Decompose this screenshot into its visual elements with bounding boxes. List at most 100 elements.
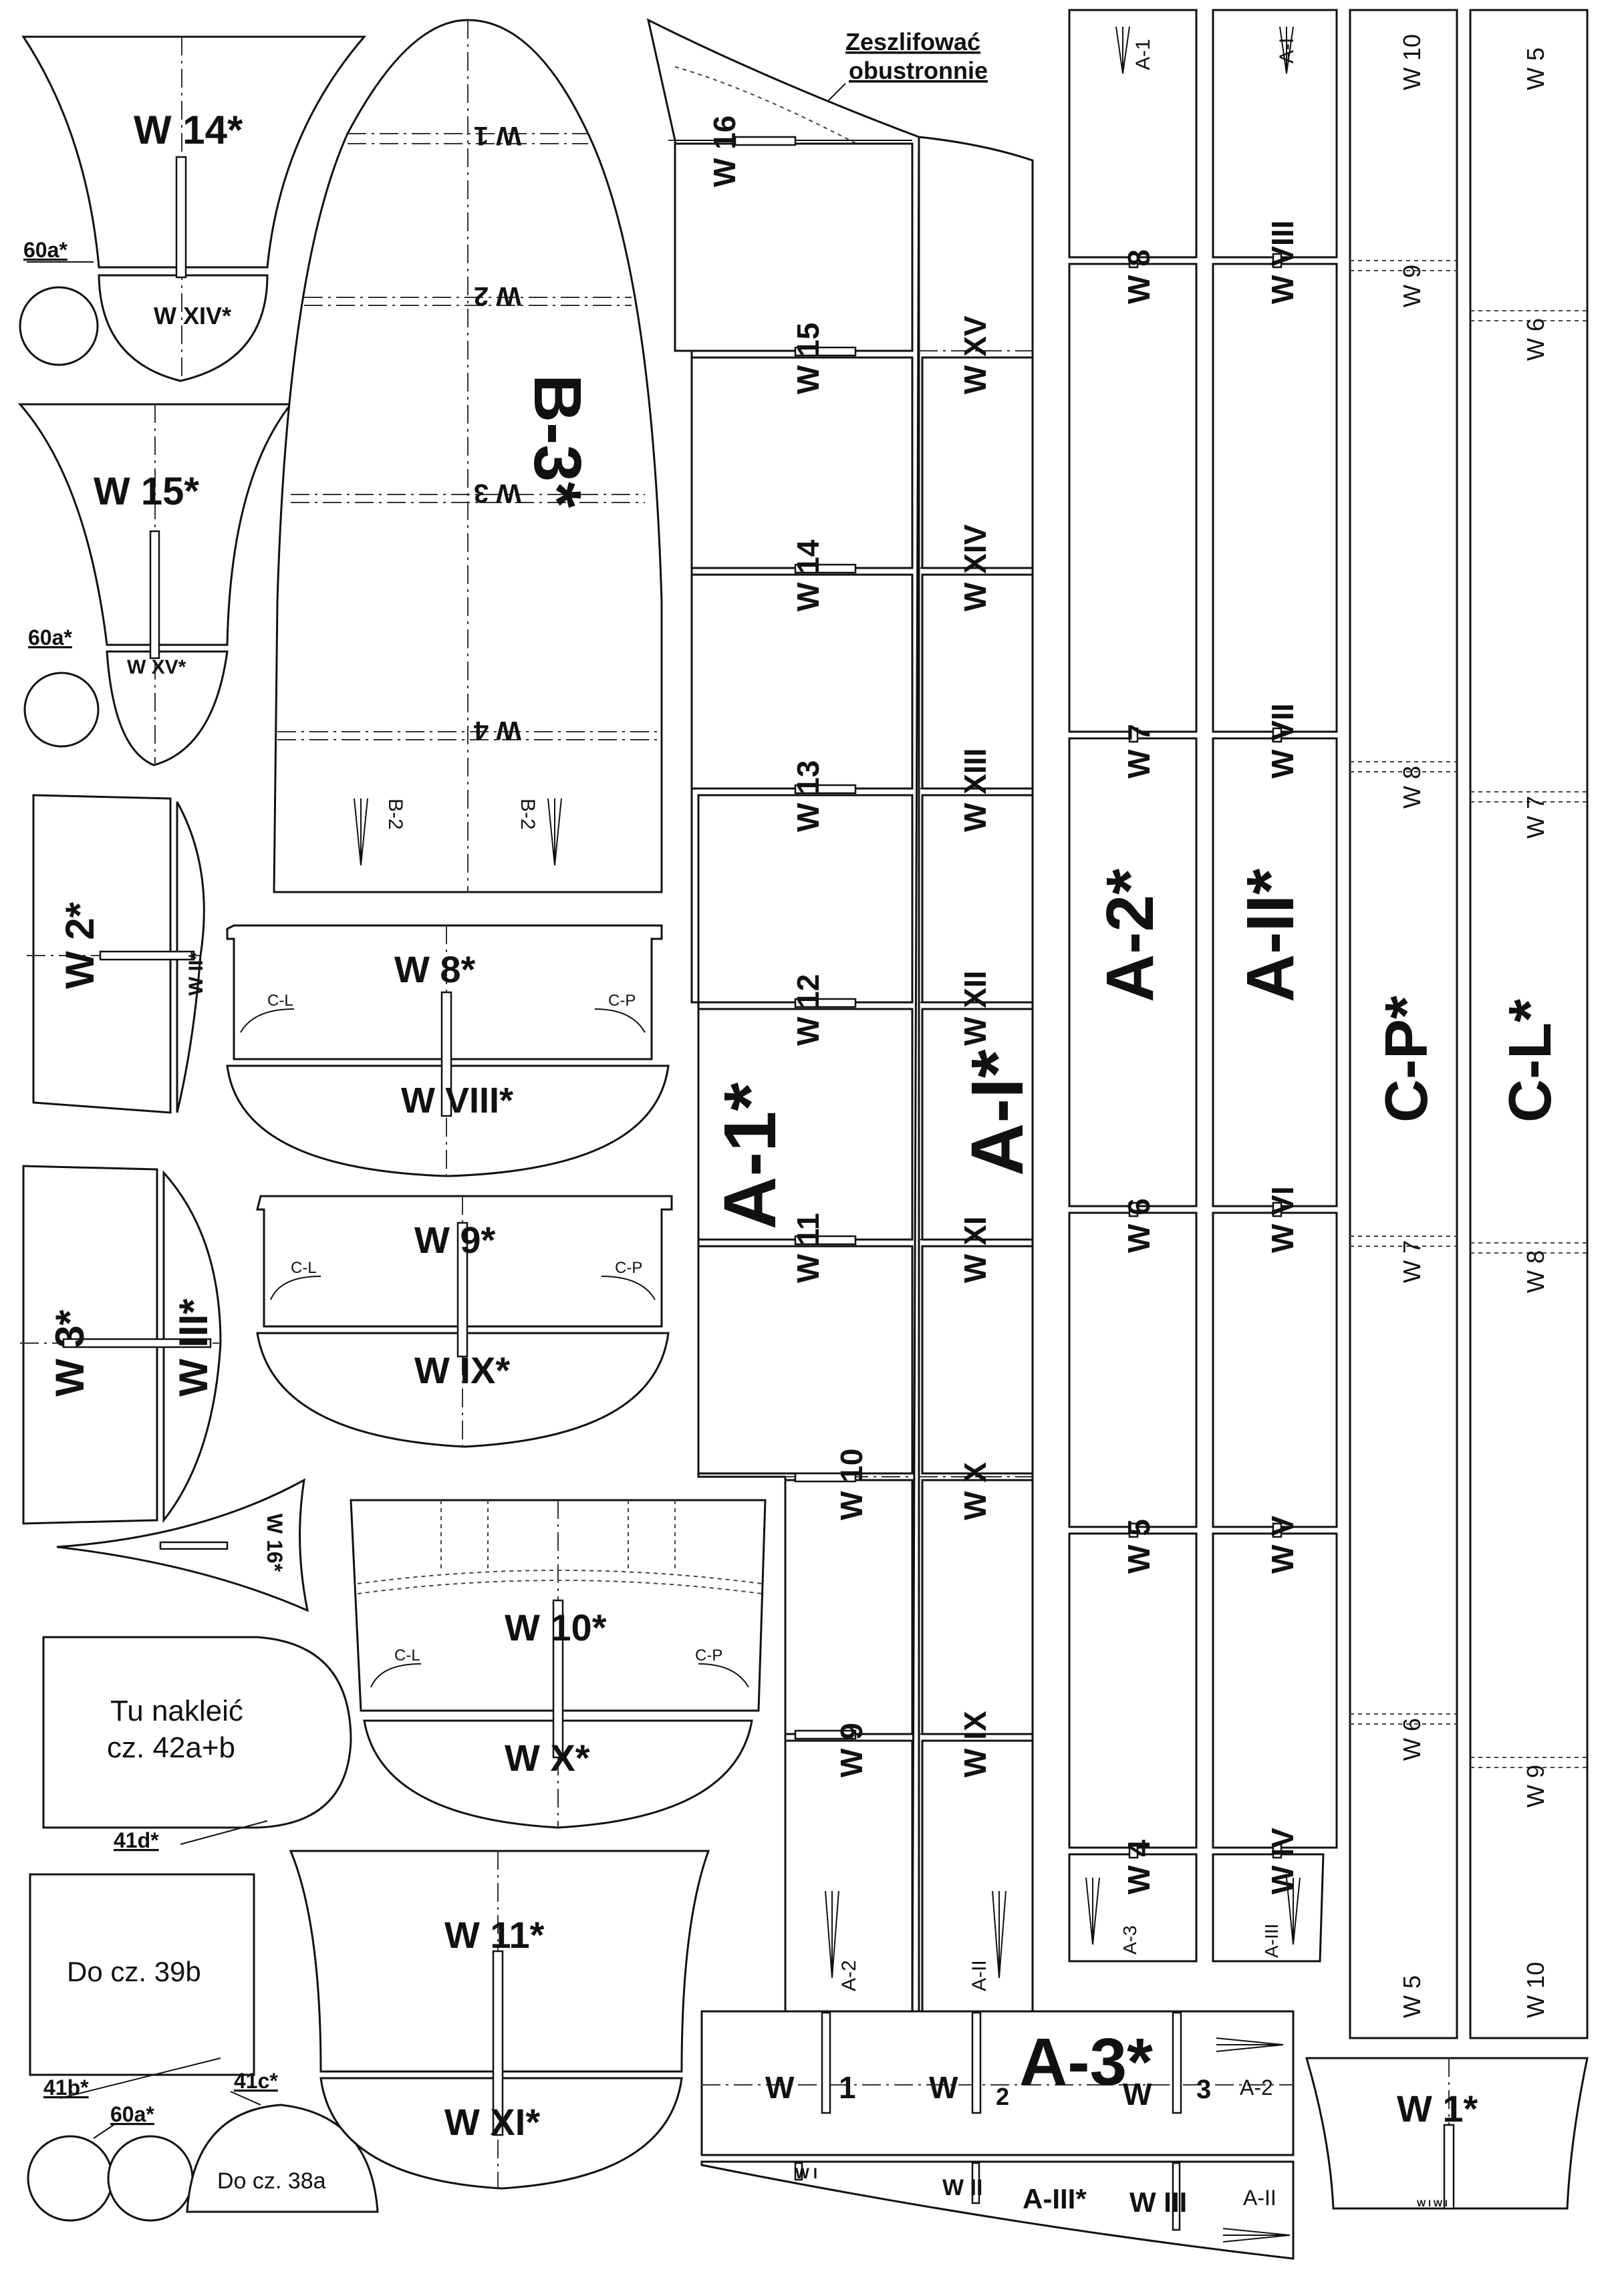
label-wxv: W XV* bbox=[127, 656, 186, 678]
a3-title: A-3* bbox=[1019, 2025, 1153, 2100]
aIII-wiii: W III bbox=[1129, 2186, 1187, 2218]
a2-w8: W 8 bbox=[1121, 249, 1156, 304]
aIII-wii: W II bbox=[942, 2175, 982, 2200]
cp-w6: W 6 bbox=[1398, 1718, 1426, 1761]
part-b3: W 1 W 2 W 3 W 4 B-3* B-2 B-2 bbox=[273, 19, 663, 893]
aI-wx: W X bbox=[958, 1462, 992, 1520]
a1-w14: W 14 bbox=[791, 539, 825, 611]
b3-w2: W 2 bbox=[474, 281, 521, 311]
former-w15: W 15* W XV* bbox=[17, 403, 293, 766]
strip-a1-labels: W 16 W 15 W 14 W 13 W 12 W 11 W 10 W 9 A… bbox=[707, 116, 869, 1991]
a2-w6: W 6 bbox=[1121, 1198, 1156, 1253]
label-w15: W 15* bbox=[94, 470, 199, 513]
cl-title: C-L* bbox=[1497, 999, 1564, 1123]
label-w2: W 2* bbox=[57, 901, 102, 989]
strip-a2: A-1 W 8 W 7 W 6 W 5 W 4 A-2* A-3 bbox=[1068, 9, 1198, 1963]
label-60a-1: 60a* bbox=[23, 238, 68, 262]
label-w3: W 3* bbox=[47, 1309, 92, 1397]
a1-w9: W 9 bbox=[834, 1723, 869, 1777]
a3-w2: W bbox=[929, 2070, 958, 2105]
label-w10: W 10* bbox=[505, 1606, 607, 1648]
a2-w5: W 5 bbox=[1121, 1519, 1156, 1574]
glue-line1: Tu nakleić bbox=[110, 1695, 243, 1727]
aI-wxii: W XII bbox=[958, 971, 992, 1046]
aII-wvii: W VII bbox=[1265, 704, 1300, 778]
a2-end-tag: A-3 bbox=[1119, 1925, 1140, 1955]
glue-panel: Tu nakleić cz. 42a+b 41d* bbox=[42, 1636, 352, 1852]
sand-line2: obustronnie bbox=[849, 57, 988, 84]
label-41d: 41d* bbox=[114, 1828, 159, 1852]
aI-wxi: W XI bbox=[958, 1216, 992, 1283]
aI-wix: W IX bbox=[958, 1711, 992, 1777]
a1-title: A-1* bbox=[709, 1083, 791, 1230]
cl-w8: W 8 bbox=[1522, 1250, 1549, 1293]
a1-w15: W 15 bbox=[791, 323, 825, 394]
a3-w1: W bbox=[765, 2070, 795, 2105]
aII-wvi: W VI bbox=[1265, 1186, 1300, 1253]
cp-w9: W 9 bbox=[1398, 265, 1426, 307]
aI-title: A-I* bbox=[956, 1049, 1039, 1176]
b3-tag-right: B-2 bbox=[517, 799, 539, 830]
a2-title: A-2* bbox=[1093, 869, 1168, 1002]
strip-aII: A-I W VIII W VII W VI W V W IV A-II* A-I… bbox=[1212, 9, 1338, 1963]
former-w11: W 11* W XI* bbox=[289, 1850, 710, 2190]
cl-w6: W 6 bbox=[1522, 318, 1549, 361]
cl-w9: W 9 bbox=[1522, 1765, 1549, 1808]
cl-9: C-L bbox=[291, 1259, 317, 1277]
label-w1: W 1* bbox=[1397, 2088, 1478, 2130]
aIII-title: A-III* bbox=[1023, 2183, 1087, 2214]
a1-w11: W 11 bbox=[791, 1213, 825, 1283]
label-41b: 41b* bbox=[43, 2075, 89, 2100]
b3-w4: W 4 bbox=[473, 716, 521, 745]
label-wxiv: W XIV* bbox=[154, 302, 231, 329]
a3-n2: 2 bbox=[996, 2083, 1009, 2110]
a3-n3: 3 bbox=[1196, 2075, 1211, 2104]
strip-cl: W 5 W 6 W 7 W 8 W 9 W 10 C-L* bbox=[1469, 9, 1589, 2039]
aI-wxiii: W XIII bbox=[958, 748, 992, 832]
cp-w8: W 8 bbox=[1398, 766, 1426, 809]
aI-wxiv: W XIV bbox=[958, 524, 992, 611]
a1-w16: W 16 bbox=[707, 116, 742, 187]
label-w16: W 16* bbox=[263, 1514, 287, 1572]
cl-w10: W 10 bbox=[1522, 1962, 1549, 2018]
cl-10: C-L bbox=[394, 1646, 420, 1665]
former-w8: W 8* W VIII* C-L C-P bbox=[226, 924, 670, 1177]
cp-w7: W 7 bbox=[1398, 1240, 1426, 1283]
aII-wiv: W IV bbox=[1265, 1828, 1300, 1894]
strip-a3: W 1 W 2 A-3* W 3 A-2 bbox=[700, 2010, 1295, 2156]
former-w3: W 3* W III* bbox=[20, 1165, 222, 1525]
cp-w5: W 5 bbox=[1398, 1975, 1426, 2018]
a2-w4: W 4 bbox=[1121, 1840, 1156, 1894]
label-w11: W 11* bbox=[444, 1914, 545, 1956]
do39b-text: Do cz. 39b bbox=[67, 1956, 201, 1987]
label-w9: W 9* bbox=[414, 1219, 496, 1261]
label-w8: W 8* bbox=[394, 948, 476, 990]
panel-39b: Do cz. 39b bbox=[29, 1873, 255, 2076]
b3-w1: W 1 bbox=[474, 121, 521, 150]
strip-aI-labels: W XV W XIV W XIII W XII W XI W X W IX A-… bbox=[956, 315, 1039, 1991]
aIII-tag: A-II bbox=[1243, 2186, 1277, 2210]
former-w16: W 16* bbox=[56, 1478, 309, 1612]
cp-10: C-P bbox=[695, 1646, 722, 1665]
do38a-text: Do cz. 38a bbox=[217, 2168, 326, 2194]
aII-end-tag: A-III bbox=[1261, 1924, 1282, 1958]
sand-note: Zeszlifować obustronnie bbox=[828, 28, 988, 101]
former-w1: W 1* W I W I bbox=[1305, 2057, 1589, 2210]
label-w14: W 14* bbox=[134, 108, 243, 152]
former-w14: W 14* W XIV* bbox=[21, 35, 367, 382]
label-wix: W IX* bbox=[414, 1349, 510, 1391]
a3-tag: A-2 bbox=[1240, 2075, 1273, 2100]
former-w2: W 2* W II* bbox=[27, 794, 207, 1114]
label-wx: W X* bbox=[505, 1737, 590, 1779]
a1-end-tag: A-2 bbox=[838, 1960, 860, 1991]
cl-w5: W 5 bbox=[1522, 47, 1549, 90]
a1-w13: W 13 bbox=[791, 760, 825, 832]
aII-title: A-II* bbox=[1233, 869, 1308, 1002]
a2-w7: W 7 bbox=[1121, 724, 1156, 778]
ref-60a-top: 60a* bbox=[19, 238, 99, 366]
cp-title: C-P* bbox=[1373, 996, 1440, 1123]
strip-aIII: W I W II A-III* W III A-II bbox=[700, 2160, 1295, 2260]
sand-line1: Zeszlifować bbox=[845, 28, 980, 55]
